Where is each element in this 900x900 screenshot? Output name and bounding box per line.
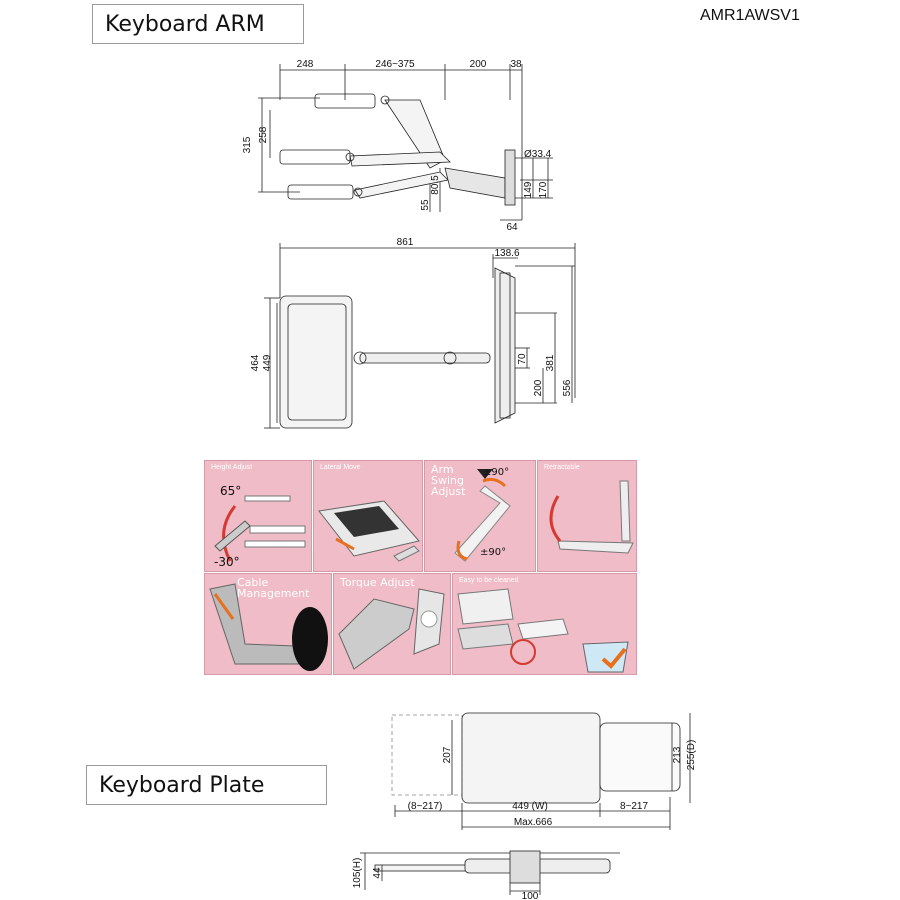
plate-dim-depth: 255(D) <box>686 740 697 771</box>
plate-side-dim-height: 105(H) <box>352 858 363 889</box>
top-dim-381: 381 <box>545 354 556 371</box>
panel-lateral-move-label: Lateral Move <box>320 464 361 471</box>
arm-swing-bottom-angle: ±90° <box>480 547 507 558</box>
plate-dim-right-extend: 8~217 <box>620 801 649 812</box>
arm-swing-top-angle: ±90° <box>483 467 510 478</box>
top-dim-70: 70 <box>517 353 528 365</box>
easy-clean-illustration <box>457 588 629 673</box>
height-down-angle: -30° <box>214 555 240 569</box>
plate-dim-207: 207 <box>442 746 453 763</box>
side-dim-55: 55 <box>420 199 431 211</box>
panel-cable-management: Cable Management <box>204 573 332 675</box>
top-dim-861: 861 <box>397 238 414 248</box>
panel-retractable: Retractable <box>537 460 637 572</box>
panel-cable-management-label: Cable Management <box>237 576 310 600</box>
panel-torque-adjust: Torque Adjust <box>333 573 451 675</box>
side-dim-246-375: 246~375 <box>375 59 415 70</box>
keyboard-arm-title-text: Keyboard ARM <box>105 11 265 37</box>
side-dim-258: 258 <box>258 126 269 143</box>
retractable-illustration <box>549 480 634 554</box>
plate-dim-max: Max.666 <box>514 817 553 828</box>
arm-swing-illustration <box>454 469 511 562</box>
plate-dim-width: 449 (W) <box>512 801 548 812</box>
model-code: AMR1AWSV1 <box>700 7 800 24</box>
panel-retractable-label: Retractable <box>544 464 580 471</box>
top-view-drawing: 861 138.6 464 449 70 200 381 556 <box>250 238 576 429</box>
side-dim-248: 248 <box>297 59 314 70</box>
panel-arm-swing: Arm Swing Adjust ±90° ±90° <box>424 460 536 572</box>
torque-adjust-illustration <box>338 588 445 670</box>
height-up-angle: 65° <box>220 484 242 498</box>
plate-dim-213: 213 <box>672 746 683 763</box>
top-dim-449: 449 <box>262 354 273 371</box>
side-dim-200: 200 <box>470 59 487 70</box>
keyboard-plate-title-text: Keyboard Plate <box>99 772 265 798</box>
keyboard-plate-title: Keyboard Plate <box>86 765 327 805</box>
plate-side-view: 105(H) 44 100 <box>352 850 620 900</box>
panel-height-adjust: Height Adjust <box>204 460 312 572</box>
panel-easy-clean: Easy to be cleaned <box>452 573 637 675</box>
lateral-move-illustration <box>318 500 420 562</box>
side-dim-149: 149 <box>523 181 534 198</box>
keyboard-arm-title: Keyboard ARM <box>92 4 304 44</box>
panel-easy-clean-label: Easy to be cleaned <box>459 577 519 584</box>
top-dim-464: 464 <box>250 354 261 371</box>
panel-torque-adjust-label: Torque Adjust <box>340 576 415 589</box>
plate-side-dim-44: 44 <box>372 867 383 879</box>
side-view-drawing: 248 246~375 200 38 315 258 Ø33.4 149 170… <box>242 59 553 233</box>
top-dim-556: 556 <box>562 379 573 396</box>
side-dim-38: 38 <box>510 59 522 70</box>
side-dim-diameter: Ø33.4 <box>524 149 552 160</box>
panel-height-adjust-label: Height Adjust <box>211 464 253 471</box>
side-dim-64: 64 <box>506 222 518 233</box>
side-dim-80-5: 80.5 <box>430 175 441 195</box>
top-dim-138-6: 138.6 <box>494 248 519 259</box>
plate-dim-left-extend: (8~217) <box>408 801 443 812</box>
cable-management-illustration <box>209 583 328 671</box>
panel-lateral-move: Lateral Move <box>313 460 423 572</box>
top-dim-200: 200 <box>533 379 544 396</box>
panel-arm-swing-label: Arm Swing Adjust <box>431 463 466 498</box>
side-dim-170: 170 <box>538 181 549 198</box>
height-adjust-illustration <box>214 495 306 562</box>
plate-top-view: (8~217) 449 (W) 8~217 Max.666 207 213 25… <box>391 712 697 830</box>
plate-side-dim-100: 100 <box>522 891 539 900</box>
side-dim-315: 315 <box>242 136 253 153</box>
